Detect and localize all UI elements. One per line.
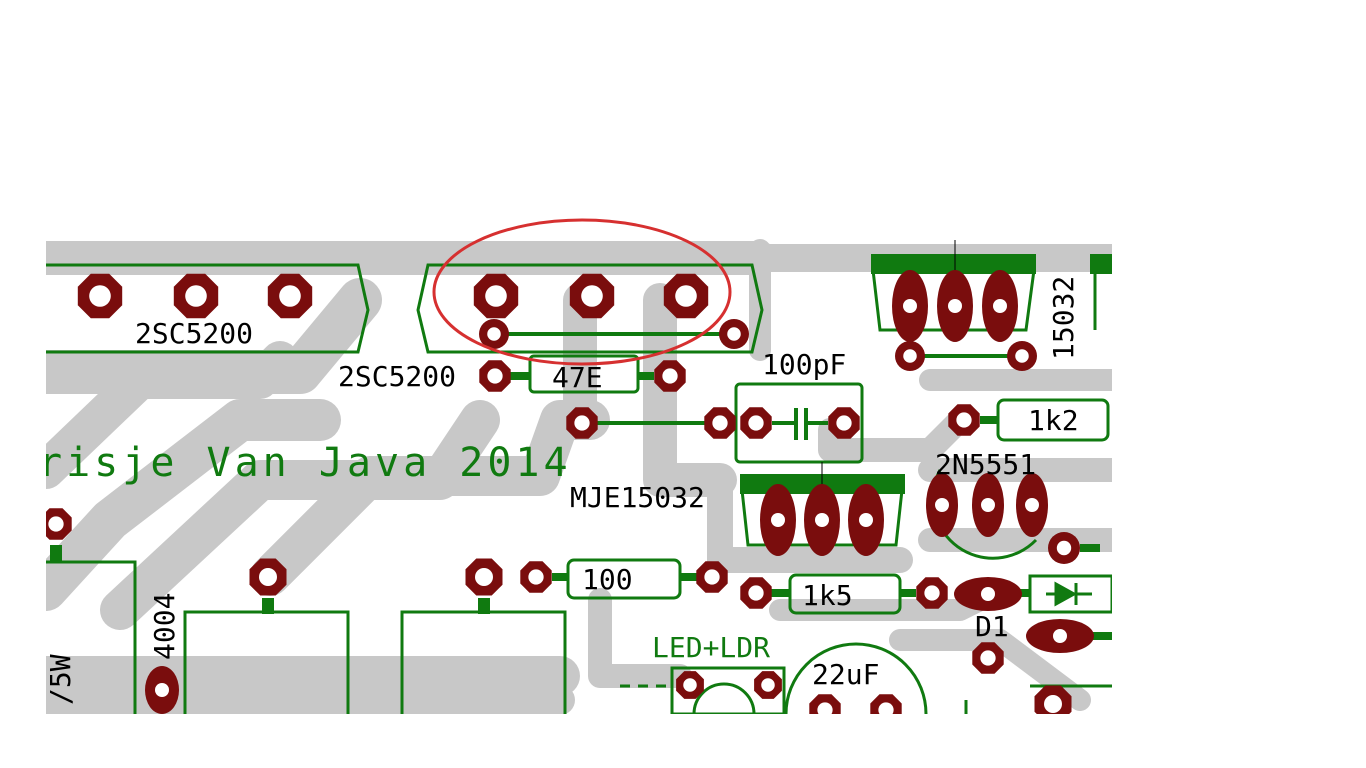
drill-hole	[487, 368, 503, 384]
drill-hole	[279, 285, 301, 307]
drill-hole	[980, 650, 996, 666]
drill-hole	[704, 569, 720, 585]
component-labels: 2SC5200 2SC5200 47E 100pF 15032 1k2 2N55…	[44, 276, 1080, 705]
label-q1: 2SC5200	[135, 317, 253, 350]
led-ldr-outline	[670, 666, 786, 714]
capacitor-outline-22uf	[784, 642, 928, 714]
label-100pf: 100pF	[762, 348, 846, 381]
drill-hole	[581, 285, 603, 307]
copper-tracks	[46, 239, 1112, 714]
drill-hole	[771, 513, 785, 527]
label-led-ldr: LED+LDR	[652, 631, 770, 664]
label-1k2: 1k2	[1028, 404, 1079, 437]
label-5w: /5W	[44, 654, 77, 705]
highlight-ellipse	[432, 218, 732, 366]
drill-hole	[89, 285, 111, 307]
drill-hole	[727, 327, 741, 341]
drill-hole	[859, 513, 873, 527]
drill-hole	[748, 585, 764, 601]
label-q2: 2SC5200	[338, 360, 456, 393]
jumper-lines	[50, 332, 1112, 640]
solder-pads	[46, 270, 1094, 714]
transistor-outline-q1	[46, 263, 370, 354]
label-d1: D1	[975, 610, 1009, 643]
drill-hole	[903, 349, 917, 363]
label-15032: 15032	[1047, 276, 1080, 360]
drill-hole	[712, 415, 728, 431]
drill-hole	[761, 678, 775, 692]
drill-hole	[993, 299, 1007, 313]
drill-hole	[748, 415, 764, 431]
drill-hole	[1053, 629, 1067, 643]
label-22uf: 22uF	[812, 658, 879, 691]
transistor-outline-q2	[416, 263, 764, 354]
drill-hole	[836, 415, 852, 431]
drill-hole	[981, 498, 995, 512]
board-credit: risje Van Java 2014	[38, 440, 572, 486]
label-mje15032: MJE15032	[570, 481, 705, 514]
label-100: 100	[582, 563, 633, 596]
drill-hole	[48, 516, 64, 532]
drill-hole	[1056, 540, 1072, 556]
drill-hole	[1015, 349, 1029, 363]
diode-outline	[1028, 574, 1112, 614]
drill-hole	[924, 585, 940, 601]
label-1k5: 1k5	[802, 579, 853, 612]
drill-hole	[956, 412, 972, 428]
drill-hole	[662, 368, 678, 384]
drill-hole	[683, 678, 697, 692]
drill-hole	[485, 285, 507, 307]
drill-hole	[475, 568, 493, 586]
heatsink-tab-15032	[871, 254, 1036, 274]
label-47e: 47E	[552, 361, 603, 394]
drill-hole	[487, 327, 501, 341]
drill-hole	[185, 285, 207, 307]
silkscreen	[46, 263, 1112, 714]
drill-hole	[817, 702, 833, 714]
drill-hole	[948, 299, 962, 313]
capacitor-icon	[794, 408, 808, 440]
drill-hole	[259, 568, 277, 586]
drill-hole	[1044, 695, 1062, 713]
drill-hole	[935, 498, 949, 512]
capacitor-outline-100pf	[734, 382, 864, 464]
drill-hole	[903, 299, 917, 313]
drill-hole	[574, 415, 590, 431]
drill-hole	[675, 285, 697, 307]
drill-hole	[1025, 498, 1039, 512]
module-outline-left	[46, 560, 137, 714]
label-2n5551: 2N5551	[935, 448, 1036, 481]
drill-hole	[528, 569, 544, 585]
drill-hole	[155, 683, 169, 697]
diode-icon	[1046, 581, 1092, 607]
drill-hole	[815, 513, 829, 527]
pcb-board-area: 2SC5200 2SC5200 47E 100pF 15032 1k2 2N55…	[38, 239, 1112, 714]
label-4004: 4004	[148, 593, 181, 660]
drill-hole	[981, 587, 995, 601]
drill-hole	[878, 702, 894, 714]
